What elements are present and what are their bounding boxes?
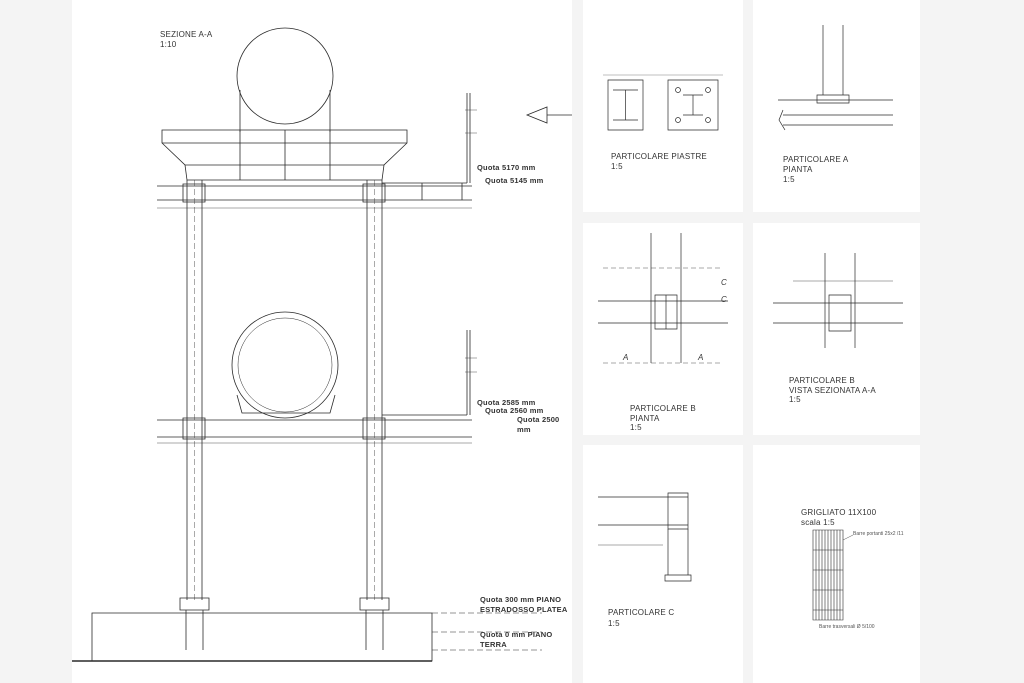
view-direction-arrow [527, 107, 572, 123]
detail-sheet-a: PARTICOLARE A PIANTA 1:5 [753, 0, 920, 212]
quota-2560-label: Quota 2560 mm [485, 406, 544, 415]
detail-c-title: PARTICOLARE C [608, 608, 675, 617]
detail-sheet-piastre: PARTICOLARE PIASTRE 1:5 [583, 0, 743, 212]
detail-c-drawing [583, 445, 743, 683]
detail-b-pianta-scale: 1:5 [630, 423, 642, 432]
mark-a-right: A [698, 353, 704, 362]
detail-b-vista-scale: 1:5 [789, 395, 801, 404]
quota-5145-label: Quota 5145 mm [485, 176, 544, 185]
lower-tank-saddle [237, 395, 335, 413]
detail-a-title: PARTICOLARE A PIANTA [783, 155, 849, 174]
column-base-plates [180, 598, 389, 650]
upper-railing [382, 93, 477, 200]
detail-a-scale: 1:5 [783, 175, 795, 184]
upper-saddle-frame [162, 130, 407, 180]
piastre-title: PARTICOLARE PIASTRE [611, 152, 707, 161]
grigliato-bar-note-1: Barre portanti 25x2 /11 [853, 531, 904, 537]
detail-c-scale: 1:5 [608, 619, 620, 628]
detail-a-drawing [753, 0, 920, 212]
mark-a-left: A [623, 353, 629, 362]
detail-sheet-grigliato: GRIGLIATO 11X100 scala 1:5 Barre portant… [753, 445, 920, 683]
section-title: SEZIONE A-A [160, 30, 213, 39]
lower-railing [382, 330, 477, 415]
upper-platform-beam [157, 184, 472, 208]
mark-c-bottom: C [721, 295, 727, 304]
mark-c-top: C [721, 278, 727, 287]
detail-b-pianta-title: PARTICOLARE B PIANTA [630, 404, 696, 423]
lower-tank [232, 312, 338, 418]
quota-300-label: Quota 300 mm PIANO [480, 595, 562, 604]
grigliato-bar-note-2: Barre trasversali Ø 5/100 [819, 624, 875, 630]
grating-bars [813, 530, 843, 620]
quota-5170-label: Quota 5170 mm [477, 163, 536, 172]
piastre-drawing [583, 0, 743, 212]
lower-platform-beam [157, 418, 472, 443]
quota-2585-label: Quota 2585 mm [477, 398, 536, 407]
grigliato-title: GRIGLIATO 11X100 [801, 508, 877, 517]
piastre-scale: 1:5 [611, 162, 623, 171]
foundation-slab [72, 613, 542, 661]
quota-300-sublabel: ESTRADOSSO PLATEA [480, 605, 568, 614]
section-scale: 1:10 [160, 40, 177, 49]
quota-0-label: Quota 0 mm PIANO TERRA [480, 630, 553, 649]
main-drawing-sheet: SEZIONE A-A 1:10 Quota 5170 mm Quota 514… [72, 0, 572, 683]
detail-b-vista-title: PARTICOLARE B VISTA SEZIONATA A-A [789, 376, 876, 395]
grigliato-drawing [753, 445, 920, 683]
section-a-a-drawing [72, 0, 572, 683]
left-column [187, 180, 202, 600]
detail-b-vista-drawing [753, 223, 920, 435]
detail-b-pianta-drawing [583, 223, 743, 435]
detail-sheet-c: PARTICOLARE C 1:5 [583, 445, 743, 683]
upper-tank [237, 28, 333, 124]
right-column [367, 180, 382, 600]
detail-sheet-b-pianta: A A C C PARTICOLARE B PIANTA 1:5 [583, 223, 743, 435]
grigliato-scale: scala 1:5 [801, 518, 835, 527]
detail-sheet-b-vista: PARTICOLARE B VISTA SEZIONATA A-A 1:5 [753, 223, 920, 435]
quota-2500-label: Quota 2500 mm [517, 415, 560, 434]
